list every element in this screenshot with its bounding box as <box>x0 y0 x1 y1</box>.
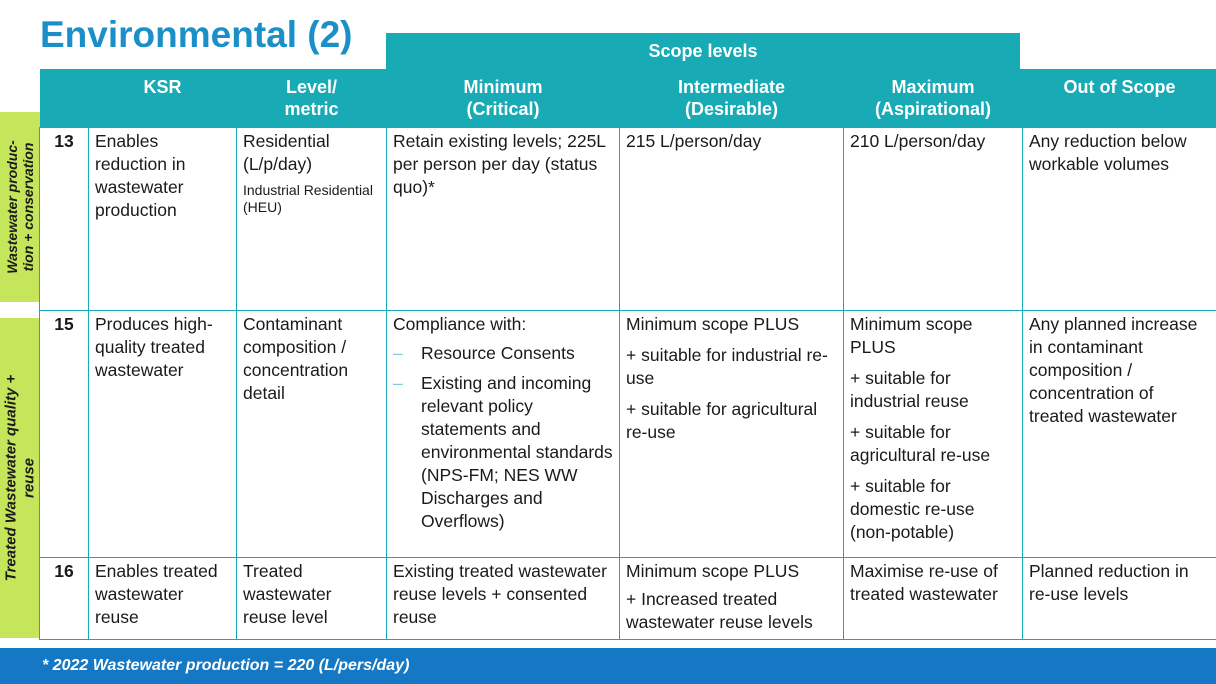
header-label: (Critical) <box>466 99 540 119</box>
cell-line: + suitable for industrial reuse <box>850 367 969 411</box>
dash-bullet: – <box>393 372 403 393</box>
category-label-line: Treated Wastewater quality + <box>2 374 20 582</box>
page-title: Environmental (2) <box>40 14 353 55</box>
cell-line: + suitable for domestic re-use (non-pota… <box>850 475 975 542</box>
header-label: (Desirable) <box>684 99 779 119</box>
cell-line: Minimum scope PLUS <box>850 313 973 357</box>
minimum-list: –Resource Consents –Existing and incomin… <box>393 342 613 533</box>
footnote-text: * 2022 Wastewater production = 220 (L/pe… <box>42 657 410 674</box>
level-cell: Contaminant composition / concentration … <box>236 309 387 558</box>
ksr-number: 16 <box>39 556 89 640</box>
scope-table: KSR Level/metric Minimum(Critical) Inter… <box>39 69 1216 640</box>
list-item: –Resource Consents <box>393 342 613 365</box>
header-label: Minimum <box>463 77 543 97</box>
ksr-cell: Enables treated wastewater reuse <box>88 556 237 640</box>
header-out-of-scope: Out of Scope <box>1022 69 1216 127</box>
header-maximum: Maximum(Aspirational) <box>843 69 1023 127</box>
header-minimum: Minimum(Critical) <box>386 69 620 127</box>
cell-line: + suitable for industrial re-use <box>626 344 828 388</box>
level-main: Residential (L/p/day) <box>243 130 330 174</box>
header-label: KSR <box>143 77 182 97</box>
header-label: Maximum <box>891 77 975 97</box>
minimum-intro: Compliance with: <box>393 313 527 334</box>
out-of-scope-cell: Any reduction below workable volumes <box>1022 126 1216 311</box>
list-item-text: Resource Consents <box>421 342 575 363</box>
list-item-text: Existing and incoming relevant policy st… <box>421 372 613 531</box>
header-num <box>39 69 89 127</box>
category-label-line: reuse <box>20 457 38 499</box>
intermediate-cell: Minimum scope PLUS + suitable for indust… <box>619 309 844 558</box>
category-label-line: tion + conservation <box>20 142 37 272</box>
table-header-row: KSR Level/metric Minimum(Critical) Inter… <box>39 69 1216 127</box>
category-label-wastewater-production: Wastewater produc- tion + conservation <box>0 112 40 302</box>
header-ksr: KSR <box>88 69 237 127</box>
level-cell: Treated wastewater reuse level <box>236 556 387 640</box>
header-intermediate: Intermediate(Desirable) <box>619 69 844 127</box>
intermediate-cell: Minimum scope PLUS + Increased treated w… <box>619 556 844 640</box>
ksr-number: 13 <box>39 126 89 311</box>
scope-levels-banner: Scope levels <box>386 33 1020 69</box>
header-label: Intermediate <box>677 77 786 97</box>
category-label-line: Wastewater produc- <box>4 140 21 274</box>
category-label-treated-wastewater: Treated Wastewater quality + reuse <box>0 318 40 638</box>
dash-bullet: – <box>393 342 403 363</box>
minimum-cell: Retain existing levels; 225L per person … <box>386 126 620 311</box>
ksr-cell: Enables reduction in wastewater producti… <box>88 126 237 311</box>
header-level: Level/metric <box>236 69 387 127</box>
minimum-cell: Existing treated wastewater reuse levels… <box>386 556 620 640</box>
header-label: Out of Scope <box>1063 77 1176 97</box>
header-label: metric <box>284 99 339 119</box>
header-label: Level/ <box>285 77 338 97</box>
level-cell: Residential (L/p/day) Industrial Residen… <box>236 126 387 311</box>
minimum-cell: Compliance with: –Resource Consents –Exi… <box>386 309 620 558</box>
out-of-scope-cell: Any planned increase in contaminant comp… <box>1022 309 1216 558</box>
cell-line: + suitable for agricultural re-use <box>626 398 818 442</box>
maximum-cell: Maximise re-use of treated wastewater <box>843 556 1023 640</box>
maximum-cell: Minimum scope PLUS + suitable for indust… <box>843 309 1023 558</box>
header-label: (Aspirational) <box>874 99 991 119</box>
out-of-scope-cell: Planned reduction in re-use levels <box>1022 556 1216 640</box>
table-row: 15 Produces high-quality treated wastewa… <box>39 309 1216 558</box>
ksr-cell: Produces high-quality treated wastewater <box>88 309 237 558</box>
cell-line: Minimum scope PLUS <box>626 560 800 581</box>
cell-line: + suitable for agricultural re-use <box>850 421 991 465</box>
table-row: 13 Enables reduction in wastewater produ… <box>39 126 1216 311</box>
cell-line: + Increased treated wastewater reuse lev… <box>626 588 813 632</box>
ksr-number: 15 <box>39 309 89 558</box>
footnote-bar: * 2022 Wastewater production = 220 (L/pe… <box>0 648 1216 684</box>
cell-line: Minimum scope PLUS <box>626 313 800 334</box>
list-item: –Existing and incoming relevant policy s… <box>393 372 613 533</box>
table-row: 16 Enables treated wastewater reuse Trea… <box>39 556 1216 640</box>
intermediate-cell: 215 L/person/day <box>619 126 844 311</box>
level-sub: Industrial Residential (HEU) <box>243 181 373 215</box>
maximum-cell: 210 L/person/day <box>843 126 1023 311</box>
